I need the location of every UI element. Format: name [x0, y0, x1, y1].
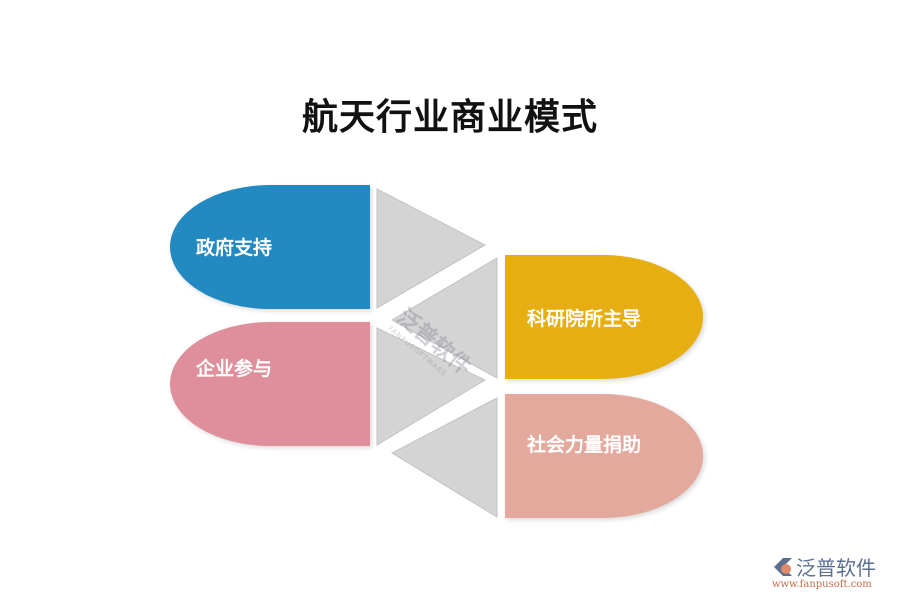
arrow-triangle-4 — [390, 397, 498, 518]
block-label: 企业参与 — [196, 358, 273, 380]
arrow-triangle-1 — [376, 188, 487, 309]
block-label: 政府支持 — [196, 237, 273, 259]
logo-url[interactable]: www.fanpusoft.com — [772, 579, 872, 590]
block-research-institutes: 科研院所主导 — [505, 255, 703, 379]
block-label: 科研院所主导 — [526, 307, 641, 330]
block-enterprise-participation: 企业参与 — [170, 322, 370, 446]
diagram-title: 航天行业商业模式 — [301, 97, 598, 138]
block-social-donation: 社会力量捐助 — [505, 394, 703, 518]
arrow-triangle-3 — [376, 327, 487, 446]
block-government-support: 政府支持 — [170, 185, 370, 309]
brand-logo[interactable]: 泛普软件 www.fanpusoft.com — [772, 552, 876, 590]
block-label: 社会力量捐助 — [526, 434, 641, 456]
logo-icon — [774, 557, 792, 576]
logo-text: 泛普软件 — [796, 556, 876, 580]
arrow-triangle-2 — [390, 257, 498, 379]
